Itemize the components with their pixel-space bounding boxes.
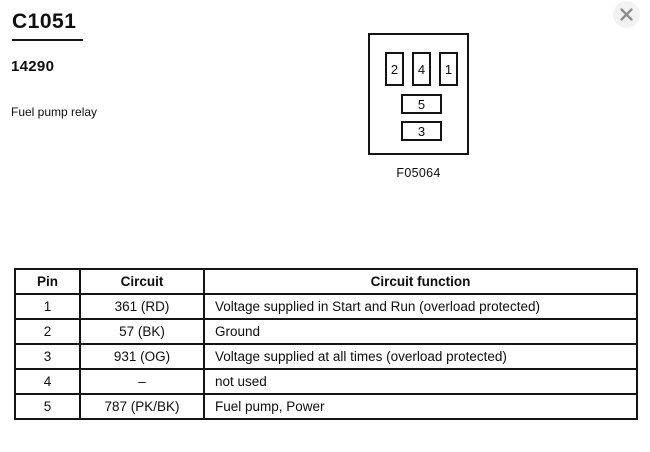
table-row: 3 931 (OG) Voltage supplied at all times…	[14, 343, 638, 370]
function-cell: Fuel pump, Power	[203, 393, 638, 420]
header-pin: Pin	[14, 268, 81, 295]
table-row: 2 57 (BK) Ground	[14, 318, 638, 345]
pin-cavity-3: 3	[401, 121, 442, 141]
pin-cell: 5	[14, 393, 81, 420]
circuit-cell: 787 (PK/BK)	[79, 393, 205, 420]
header-circuit: Circuit	[79, 268, 205, 295]
circuit-cell: 57 (BK)	[79, 318, 205, 345]
function-cell: Voltage supplied at all times (overload …	[203, 343, 638, 370]
table-row: 5 787 (PK/BK) Fuel pump, Power	[14, 393, 638, 420]
table-row: 1 361 (RD) Voltage supplied in Start and…	[14, 293, 638, 320]
function-cell: Voltage supplied in Start and Run (overl…	[203, 293, 638, 320]
pin-cell: 2	[14, 318, 81, 345]
close-icon	[619, 7, 634, 22]
circuit-cell: 931 (OG)	[79, 343, 205, 370]
connector-description: Fuel pump relay	[11, 105, 98, 119]
pinout-table: Pin Circuit Circuit function 1 361 (RD) …	[14, 268, 638, 420]
function-cell: not used	[203, 368, 638, 395]
part-number: 14290	[11, 58, 55, 75]
figure-id-label: F05064	[396, 166, 441, 180]
pin-cavity-2: 2	[385, 52, 404, 86]
pin-cell: 1	[14, 293, 81, 320]
pin-cavity-5: 5	[401, 94, 442, 114]
circuit-cell: –	[79, 368, 205, 395]
header-circuit-function: Circuit function	[203, 268, 638, 295]
pin-cell: 3	[14, 343, 81, 370]
table-header-row: Pin Circuit Circuit function	[14, 268, 638, 295]
connector-diagram: 2 4 1 5 3	[368, 33, 469, 155]
circuit-cell: 361 (RD)	[79, 293, 205, 320]
pin-cavity-1: 1	[439, 52, 458, 86]
table-row: 4 – not used	[14, 368, 638, 395]
function-cell: Ground	[203, 318, 638, 345]
pin-cell: 4	[14, 368, 81, 395]
close-button[interactable]	[613, 1, 640, 28]
pin-cavity-4: 4	[412, 52, 431, 86]
connector-id-heading: C1051	[12, 10, 84, 41]
